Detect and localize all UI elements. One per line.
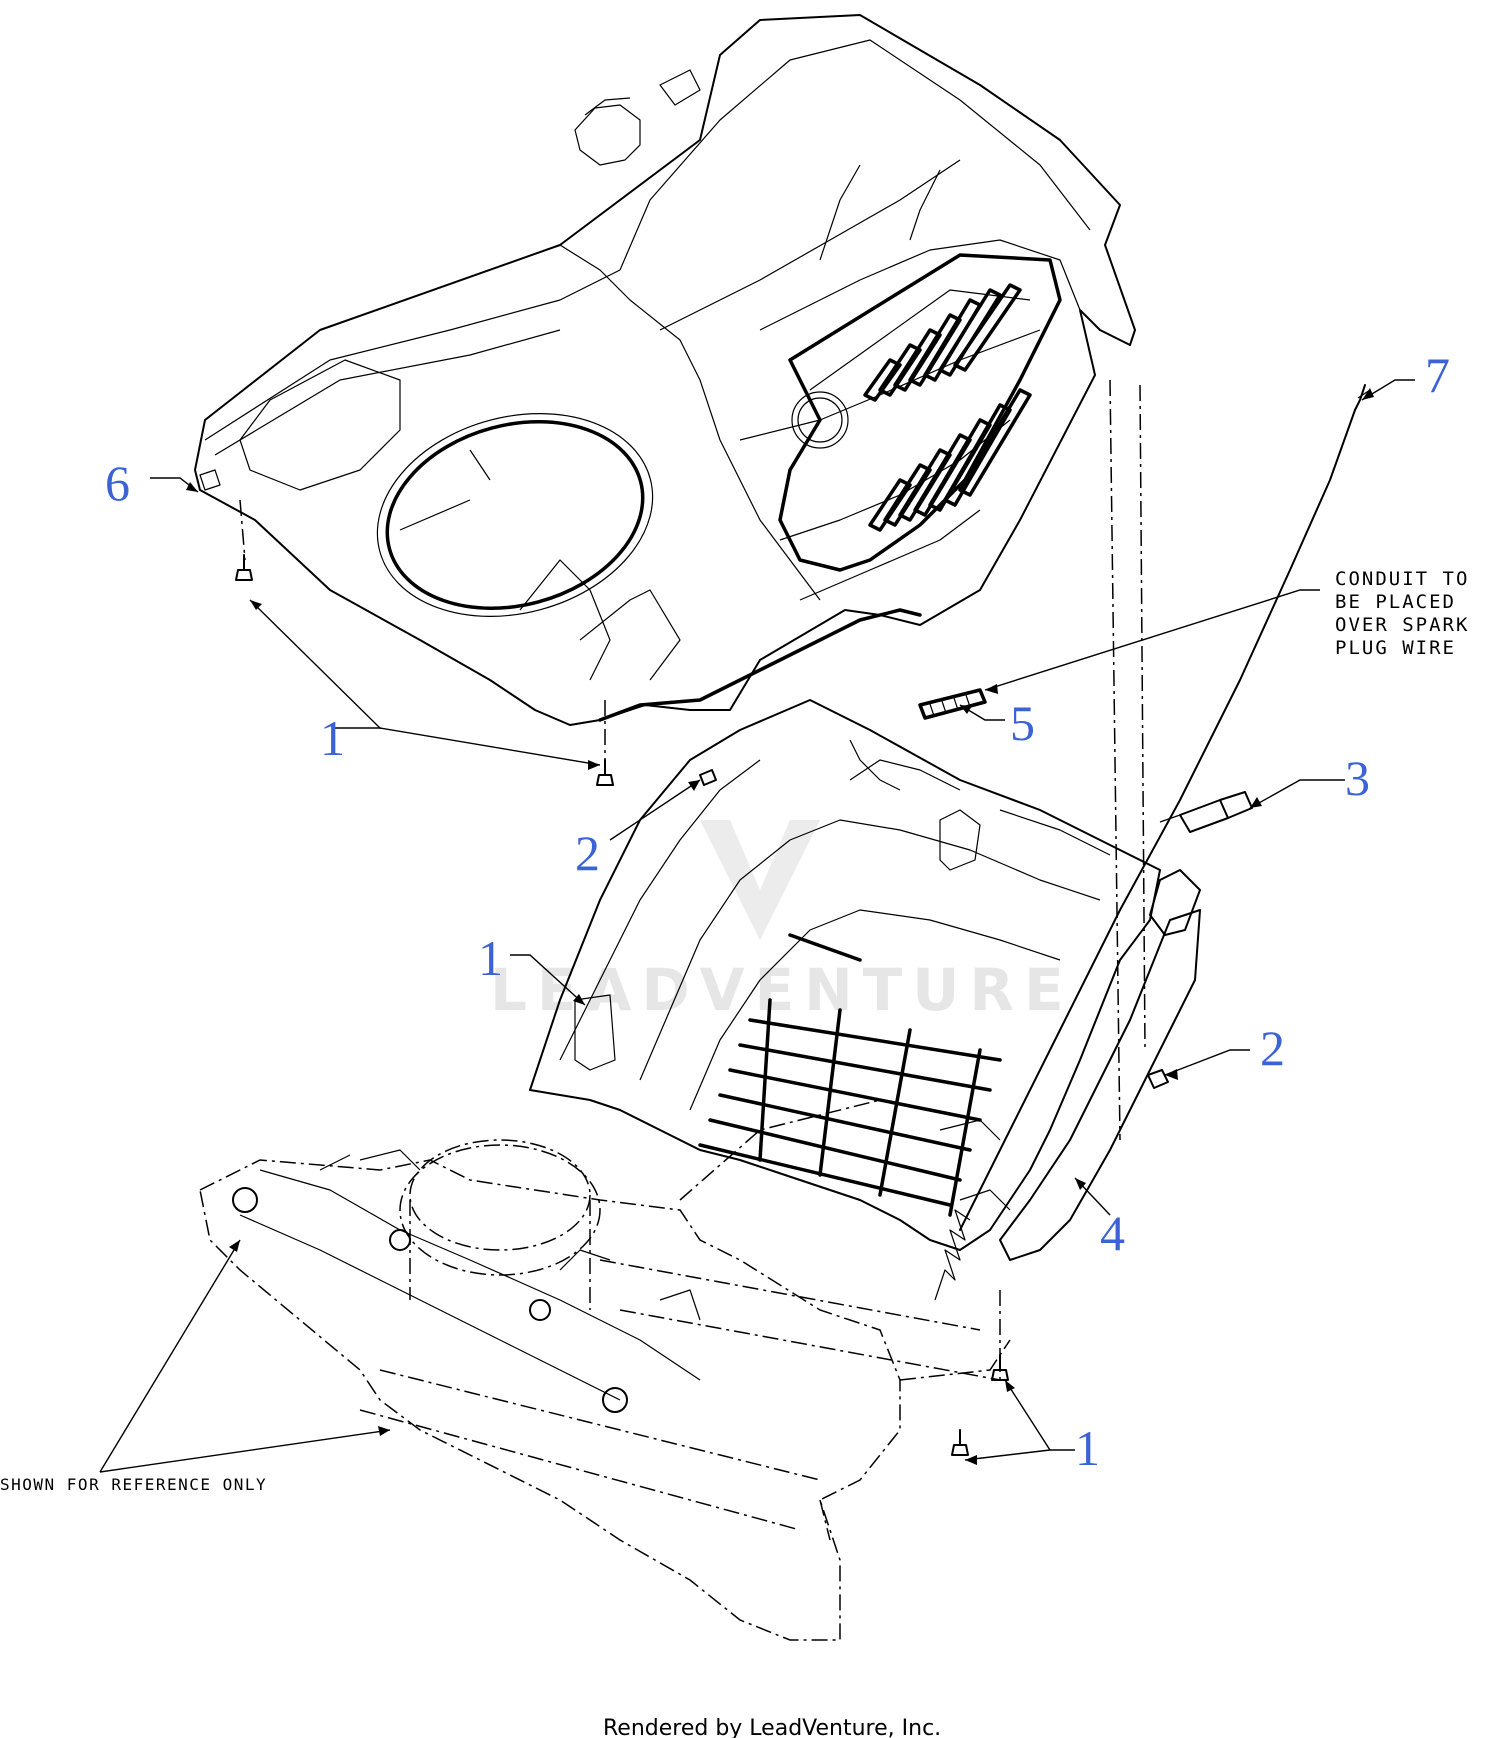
callout-5: 5 [1010, 695, 1035, 751]
screw-top-mid [596, 759, 614, 786]
reference-line-left [239, 499, 246, 561]
conduit-note: CONDUIT TO BE PLACED OVER SPARK PLUG WIR… [1335, 568, 1469, 659]
conduit-note-line1: CONDUIT TO [1335, 568, 1469, 590]
top-cover [194, 14, 1136, 726]
callout-3: 3 [1345, 750, 1370, 806]
watermark-text: LEADVENTURE [490, 956, 1074, 1024]
callout-2-left: 2 [575, 825, 600, 881]
control-cable [959, 384, 1371, 1231]
reference-only-note: SHOWN FOR REFERENCE ONLY [0, 1475, 267, 1494]
conduit-sleeve [918, 688, 987, 720]
callout-2-right: 2 [1260, 1020, 1285, 1076]
leader-lines [99, 379, 1415, 1473]
callout-6: 6 [105, 455, 130, 511]
callout-1-top: 1 [320, 710, 345, 766]
reference-line-right [1109, 379, 1121, 1141]
callout-1-mid: 1 [478, 930, 503, 986]
screw-bottom-right-b [951, 1429, 969, 1456]
conduit-note-line4: PLUG WIRE [1335, 637, 1456, 659]
conduit-note-line3: OVER SPARK [1335, 614, 1469, 636]
reference-line-right-2 [1139, 384, 1146, 1051]
reference-auger-housing [199, 1099, 1011, 1641]
vent-louvers [863, 283, 1032, 532]
lower-housing [529, 699, 1201, 1301]
conduit-note-line2: BE PLACED [1335, 591, 1456, 613]
screw-bottom-right-a [991, 1354, 1009, 1381]
footer-credit: Rendered by LeadVenture, Inc. [603, 1716, 941, 1738]
screw-top-left [235, 554, 253, 581]
housing-grate [698, 933, 1002, 1217]
watermark-logo: LEADVENTURE [490, 820, 1074, 1024]
bolt-right [1147, 1069, 1169, 1089]
callout-4: 4 [1100, 1205, 1125, 1261]
callout-7: 7 [1425, 347, 1450, 403]
callout-1-bottom: 1 [1075, 1420, 1100, 1476]
bolt-left [699, 769, 717, 786]
